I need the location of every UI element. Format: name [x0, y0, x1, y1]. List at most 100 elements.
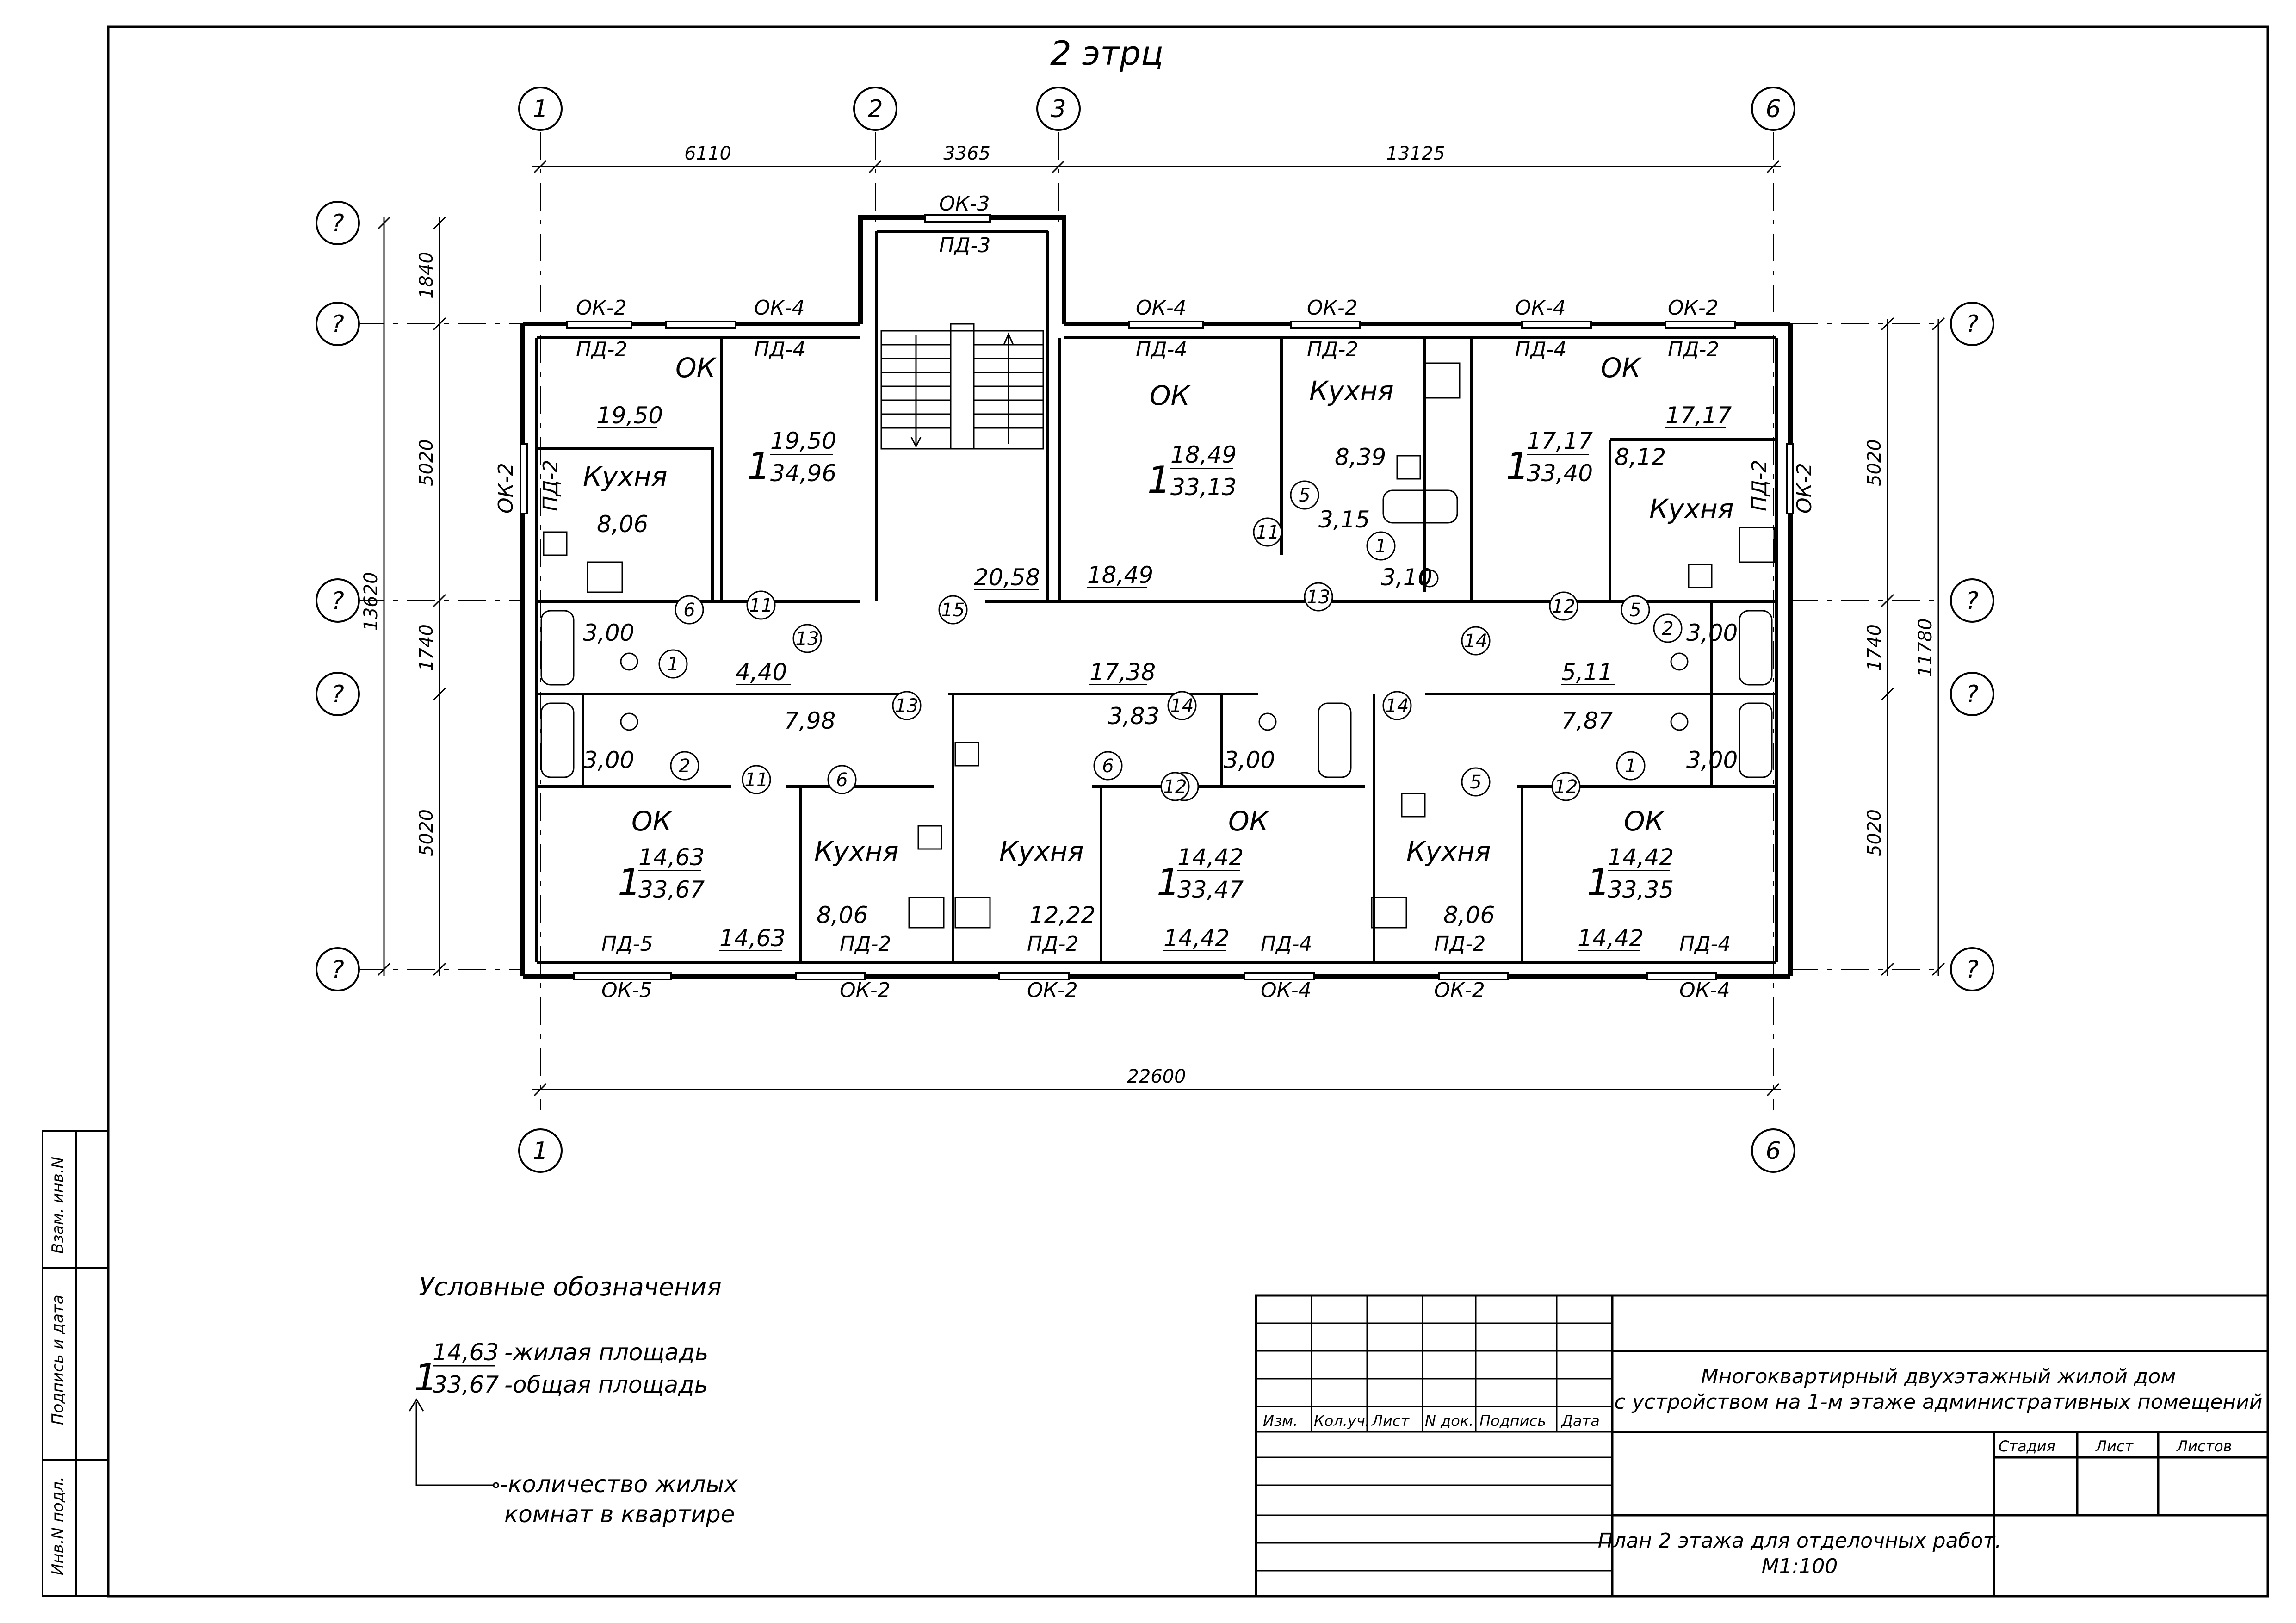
stamp-sheet-header: Лист — [2095, 1437, 2134, 1455]
axis-label-1-bottom: 1 — [532, 1137, 548, 1165]
opening-label: ОК-2 — [1307, 296, 1358, 320]
dim-left-total: 13620 — [360, 572, 382, 631]
door-tag: 12 — [1163, 776, 1187, 798]
door-tag: 1 — [1375, 536, 1386, 557]
opening-label: ОК-2 — [1793, 463, 1816, 514]
title-block — [1255, 1294, 2269, 1598]
side-stamp-label-3: Инв.N подл. — [49, 1476, 67, 1575]
stamp-header-kolvo: Кол.уч. — [1314, 1412, 1370, 1430]
stamp-project-line-1: Многоквартирный двухэтажный жилой дом — [1701, 1365, 2176, 1388]
door-tag: 1 — [667, 654, 679, 675]
legend-title: Условные обозначения — [419, 1272, 722, 1301]
door-tag: 11 — [745, 769, 768, 791]
axis-label-1-top: 1 — [532, 95, 548, 123]
opening-label: ОК-4 — [1261, 979, 1312, 1002]
door-tag: 12 — [1554, 776, 1578, 798]
door-tag: 11 — [1256, 522, 1280, 543]
room-type-kitchen: Кухня — [1649, 493, 1734, 525]
stair-area: 20,58 — [974, 564, 1040, 591]
dim-top-3: 13125 — [1386, 143, 1445, 164]
apt-sm-rooms: 1 — [1157, 861, 1180, 904]
door-tag: 1 — [1625, 756, 1636, 777]
dim-left-2: 5020 — [416, 439, 437, 486]
apt-nm-wc-area: 3,10 — [1381, 564, 1432, 591]
dim-top-1: 6110 — [684, 143, 731, 164]
door-tag: 2 — [1662, 618, 1673, 639]
axis-label-6-bottom: 6 — [1765, 1137, 1781, 1165]
title-block-grid — [1256, 1295, 1612, 1572]
dim-right-3: 5020 — [1864, 809, 1885, 856]
stamp-stage-header: Стадия — [1999, 1437, 2055, 1455]
axis-label-left-4: ? — [331, 681, 344, 708]
door-tag: 14 — [1464, 631, 1488, 652]
axis-label-right-4: ? — [1966, 956, 1979, 984]
opening-label: ПД-2 — [1307, 338, 1358, 361]
apt-ne-total: 33,40 — [1527, 460, 1593, 487]
legend-total-text: -общая площадь — [504, 1371, 708, 1398]
apt-se-living: 14,42 — [1608, 844, 1674, 871]
axis-label-left-1: ? — [331, 210, 344, 237]
stamp-header-date: Дата — [1560, 1412, 1600, 1430]
dim-right-total: 11780 — [1915, 618, 1936, 677]
apt-nw-rooms: 1 — [747, 445, 771, 488]
door-tag: 6 — [836, 769, 848, 791]
dim-left-4: 5020 — [416, 809, 437, 856]
opening-label: ОК-2 — [576, 296, 627, 320]
side-stamp-label-1: Взам. инв.N — [49, 1157, 67, 1254]
room-type-living: ОК — [1150, 380, 1191, 411]
room-type-kitchen: Кухня — [1406, 836, 1491, 867]
door-tag: 14 — [1170, 695, 1194, 717]
apt-nm-rooms: 1 — [1147, 458, 1171, 502]
axis-bubbles — [316, 87, 1994, 1173]
door-tag: 6 — [1102, 756, 1114, 777]
door-tag: 11 — [749, 595, 773, 616]
apt-ne-rooms: 1 — [1506, 445, 1529, 488]
apt-nm-living: 18,49 — [1170, 441, 1237, 468]
door-tag: 13 — [796, 628, 819, 650]
door-tag: 15 — [941, 600, 965, 621]
opening-label: ПД-2 — [1434, 932, 1485, 956]
inner-walls — [535, 230, 1778, 964]
opening-label: ОК-5 — [601, 979, 652, 1002]
side-stamp-label-2: Подпись и дата — [49, 1295, 67, 1425]
apt-sw-living: 14,63 — [638, 844, 705, 871]
apt-se-bath-area: 3,00 — [1686, 747, 1738, 774]
axis-label-2-top: 2 — [867, 95, 883, 123]
stamp-header-list: Лист — [1371, 1412, 1410, 1430]
door-tag: 14 — [1386, 695, 1409, 717]
door-tag: 5 — [1629, 600, 1641, 621]
opening-label: ПД-4 — [1679, 932, 1731, 956]
legend-total-value: 33,67 — [433, 1371, 499, 1398]
apt-nm-bath-area: 3,15 — [1318, 506, 1370, 533]
dimension-lines — [377, 160, 1945, 1096]
hall-sw-area: 7,98 — [784, 707, 835, 734]
opening-label: ПД-4 — [754, 338, 805, 361]
staircase — [880, 323, 1044, 450]
apt-ne-kitchen-area: 8,12 — [1615, 444, 1666, 471]
room-type-kitchen: Кухня — [583, 461, 668, 492]
opening-label: ПД-3 — [939, 234, 990, 257]
apt-nm-area: 18,49 — [1087, 562, 1153, 588]
apt-se-kitchen-area: 8,06 — [1443, 902, 1495, 929]
axis-label-right-1: ? — [1966, 310, 1979, 338]
apt-nm-kitchen-area: 8,39 — [1335, 444, 1386, 471]
sheet-frame — [107, 25, 2269, 1598]
apt-sm-area: 14,42 — [1163, 925, 1230, 952]
axis-label-6-top: 6 — [1765, 95, 1781, 123]
apt-sm-kitchen-area: 12,22 — [1029, 902, 1095, 929]
apt-sw-rooms: 1 — [618, 861, 641, 904]
opening-label: ПД-4 — [1261, 932, 1312, 956]
legend-rooms-value: 1 — [414, 1356, 438, 1399]
windows — [520, 214, 1794, 980]
legend-living-text: -жилая площадь — [504, 1339, 708, 1366]
door-tag: 2 — [679, 756, 690, 777]
axis-label-right-3: ? — [1966, 681, 1979, 708]
fixtures — [540, 362, 1775, 929]
door-tag: 12 — [1552, 596, 1576, 617]
door-tag: 13 — [1307, 587, 1331, 608]
axis-label-left-5: ? — [331, 956, 344, 984]
opening-label: ПД-2 — [840, 932, 891, 956]
apt-nw-kitchen-area: 8,06 — [597, 511, 648, 538]
opening-label: ПД-4 — [1136, 338, 1187, 361]
apt-nw-total: 34,96 — [770, 460, 836, 487]
